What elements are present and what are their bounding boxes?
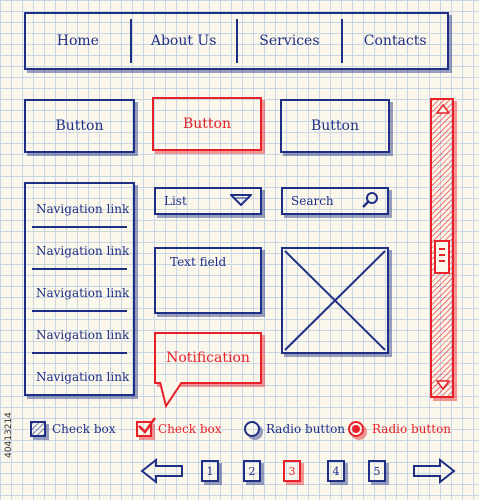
nav-divider xyxy=(341,19,344,63)
page-3-current[interactable]: 3 xyxy=(283,460,301,482)
radio-button-label: Radio button xyxy=(266,422,346,436)
button-secondary[interactable]: Button xyxy=(280,99,390,153)
search-input[interactable]: Search xyxy=(281,187,389,215)
page-2[interactable]: 2 xyxy=(243,460,261,482)
nav-home[interactable]: Home xyxy=(56,33,99,49)
checkbox-unchecked[interactable] xyxy=(30,421,46,437)
sidebar-link-5[interactable]: Navigation link xyxy=(36,370,130,384)
button-active[interactable]: Button xyxy=(152,97,262,151)
top-navigation: Home About Us Services Contacts xyxy=(24,12,449,70)
notification-text: Notification xyxy=(166,350,250,366)
list-select-label: List xyxy=(164,194,187,208)
radio-dot-icon xyxy=(352,425,360,433)
page-1[interactable]: 1 xyxy=(201,460,219,482)
checkbox-label-active: Check box xyxy=(158,422,222,436)
notification-tail-icon xyxy=(159,382,183,408)
watermark-id: 40413214 xyxy=(3,412,14,458)
nav-contacts[interactable]: Contacts xyxy=(363,33,427,49)
sidebar-divider xyxy=(32,226,127,228)
sidebar-link-3[interactable]: Navigation link xyxy=(36,286,130,300)
sidebar-divider xyxy=(32,310,127,312)
arrow-left-icon[interactable] xyxy=(140,458,184,484)
chevron-down-icon xyxy=(228,193,254,209)
image-placeholder xyxy=(281,247,389,354)
checkbox-checked[interactable] xyxy=(136,417,157,437)
sidebar-link-2[interactable]: Navigation link xyxy=(36,244,130,258)
scroll-down-arrow-icon[interactable] xyxy=(436,380,450,390)
text-field-label: Text field xyxy=(170,255,227,269)
nav-divider xyxy=(235,19,238,63)
nav-services[interactable]: Services xyxy=(259,33,320,49)
sidebar-link-4[interactable]: Navigation link xyxy=(36,328,130,342)
button-primary[interactable]: Button xyxy=(24,99,135,153)
sidebar-link-1[interactable]: Navigation link xyxy=(36,202,130,216)
page-5[interactable]: 5 xyxy=(368,460,386,482)
radio-button-selected[interactable] xyxy=(348,421,364,437)
scroll-up-arrow-icon[interactable] xyxy=(436,104,450,114)
sidebar-divider xyxy=(32,352,127,354)
scrollbar-thumb[interactable] xyxy=(434,240,450,274)
nav-divider xyxy=(129,19,132,63)
radio-button-label-active: Radio button xyxy=(372,422,452,436)
arrow-right-icon[interactable] xyxy=(412,458,456,484)
list-select[interactable]: List xyxy=(154,187,262,215)
radio-button-unselected[interactable] xyxy=(244,421,260,437)
notification-bubble: Notification xyxy=(154,332,262,384)
vertical-scrollbar[interactable] xyxy=(430,98,454,398)
sidebar-navigation: Navigation link Navigation link Navigati… xyxy=(24,182,135,396)
search-placeholder: Search xyxy=(291,194,334,208)
checkbox-label: Check box xyxy=(52,422,116,436)
page-4[interactable]: 4 xyxy=(327,460,345,482)
image-placeholder-icon xyxy=(284,250,386,351)
sidebar-divider xyxy=(32,268,127,270)
search-icon[interactable] xyxy=(361,191,379,212)
checkmark-icon xyxy=(138,417,157,434)
text-field[interactable]: Text field xyxy=(154,247,262,314)
nav-about-us[interactable]: About Us xyxy=(150,33,217,49)
